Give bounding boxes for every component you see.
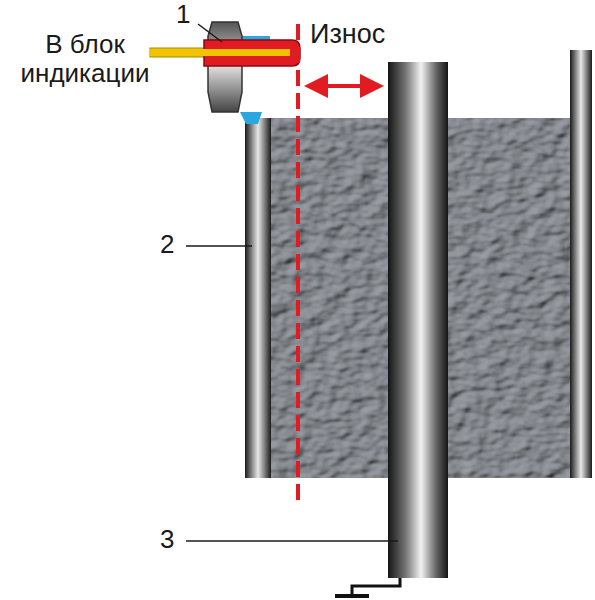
ground-symbol xyxy=(335,594,369,598)
wear-label: Износ xyxy=(310,20,385,50)
wear-limit-line xyxy=(296,24,300,505)
sensor-conductor xyxy=(150,49,290,56)
sensor-seal xyxy=(240,112,262,124)
callout-number: 2 xyxy=(160,230,174,259)
destination-label: В блок индикации xyxy=(2,30,168,87)
leader-line xyxy=(198,24,222,42)
ground-wire xyxy=(352,578,400,596)
callout-number: 1 xyxy=(176,0,190,29)
backing-plate xyxy=(245,118,271,478)
brake-disc xyxy=(388,62,448,578)
opposite-plate xyxy=(570,50,592,478)
callout-number: 3 xyxy=(160,525,174,554)
leader-line xyxy=(186,245,252,247)
leader-line xyxy=(186,540,398,542)
wear-arrow xyxy=(308,84,380,88)
